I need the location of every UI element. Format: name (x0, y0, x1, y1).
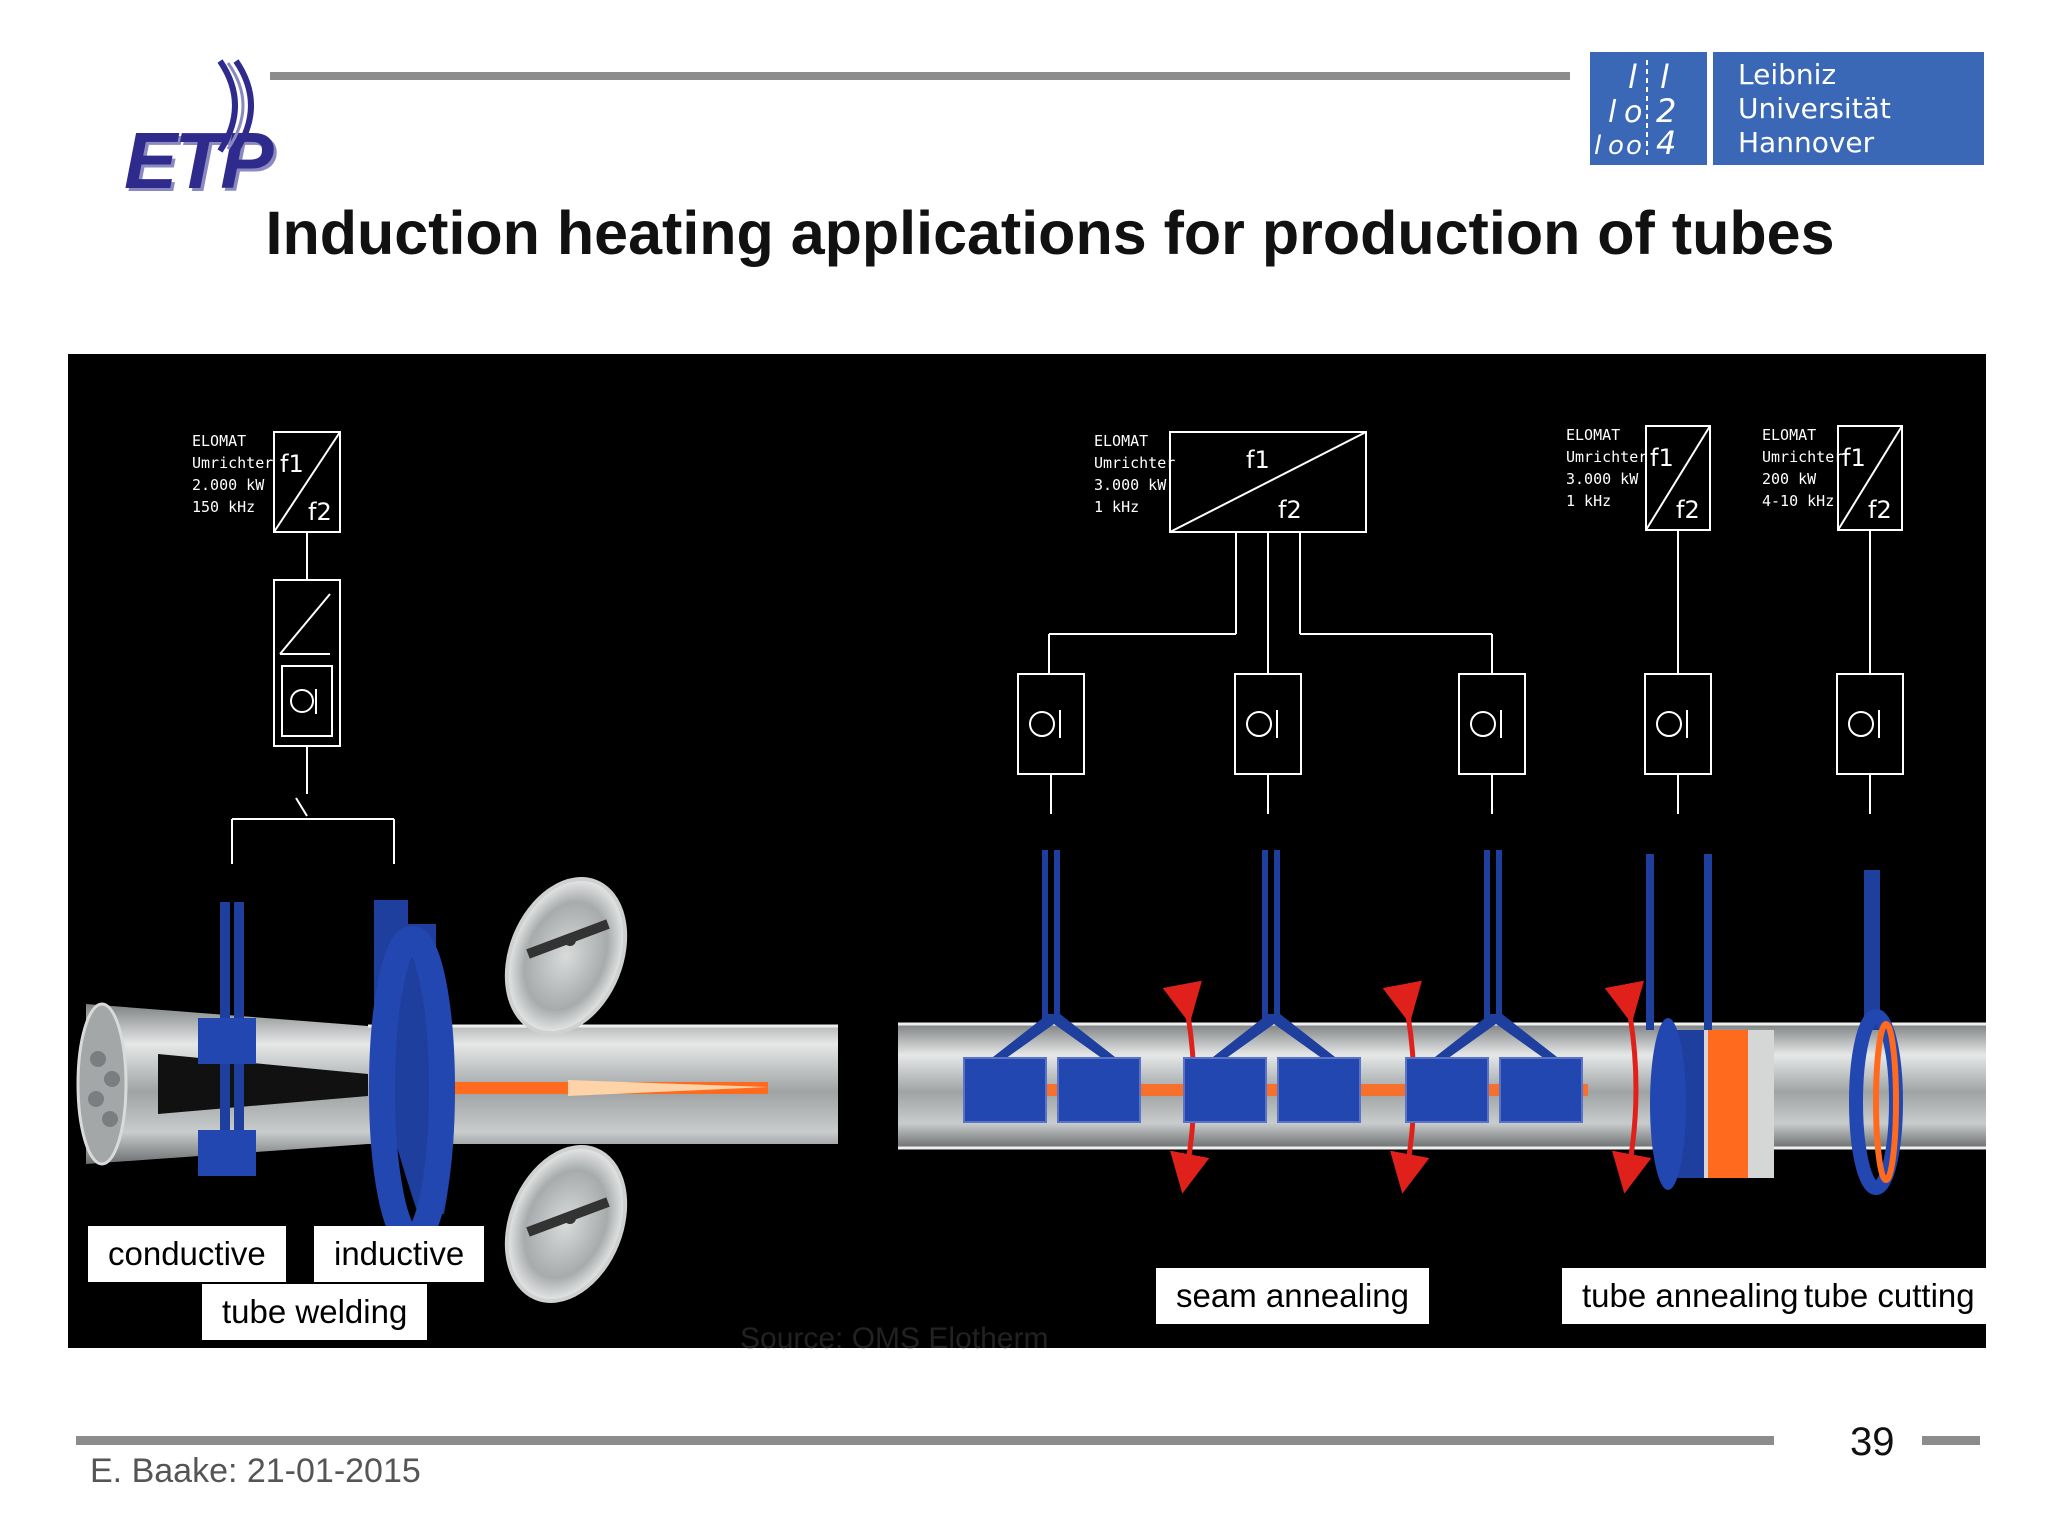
tube-annealing-coil (1646, 854, 1774, 1190)
inverter-f2: f2 (308, 498, 332, 526)
welding-tube (76, 1002, 838, 1166)
university-name-line: Leibniz (1738, 58, 1837, 91)
figure-source: Source: OMS Elotherm (740, 1322, 1049, 1355)
footer-rule (76, 1436, 1774, 1445)
header-rule (270, 72, 1570, 80)
label-tube-cutting: tube cutting (1804, 1277, 1975, 1314)
inverter-text: ELOMAT (192, 432, 246, 450)
footer-rule-right (1922, 1436, 1980, 1445)
uni-mark-char: l (1628, 58, 1637, 96)
inverter-text: ELOMAT (1566, 426, 1620, 444)
inverter-text: 1 kHz (1094, 498, 1139, 516)
inverter-f2: f2 (1868, 496, 1892, 524)
inverter-tube-cutting: ELOMAT Umrichter 200 kW 4-10 kHz f1 f2 (1762, 425, 1903, 674)
label-seam-annealing: seam annealing (1156, 1268, 1429, 1324)
university-logo-divider (1707, 52, 1713, 165)
inverter-welding: ELOMAT Umrichter 2.000 kW 150 kHz f1 f2 (192, 431, 395, 864)
university-mark-icon: l l l o 2 l o o 4 (1590, 52, 1704, 165)
tube-production-figure: ELOMAT Umrichter 2.000 kW 150 kHz f1 f2 (68, 354, 1986, 1348)
inverter-f2: f2 (1676, 496, 1700, 524)
uni-mark-char: o (1626, 131, 1642, 161)
uni-mark-char: 4 (1656, 124, 1676, 162)
inverter-f1: f1 (1246, 446, 1270, 474)
inverter-text: ELOMAT (1762, 426, 1816, 444)
inverter-tube-annealing: ELOMAT Umrichter 3.000 kW 1 kHz f1 f2 (1566, 425, 1711, 674)
inverter-text: 1 kHz (1566, 492, 1611, 510)
tube-cutting-coil (1849, 870, 1903, 1195)
inverter-f2: f2 (1278, 496, 1302, 524)
university-name: Leibniz Universität Hannover (1738, 58, 1891, 160)
page-title: Induction heating applications for produ… (265, 199, 1835, 267)
label-tube-welding: tube welding (202, 1284, 428, 1340)
welding-inductor (369, 900, 455, 1252)
capacitor-boxes (1017, 673, 1904, 814)
label-inductive: inductive (314, 1226, 485, 1282)
seam-inductors (963, 850, 1652, 1194)
university-logo: l l l o 2 l o o 4 Leibniz Universität Ha… (1590, 52, 1984, 165)
uni-mark-char: 2 (1656, 92, 1676, 130)
inverter-text: Umrichter (192, 454, 273, 472)
inverter-f1: f1 (1650, 444, 1674, 472)
label-conductive: conductive (88, 1226, 286, 1282)
uni-mark-char: o (1608, 131, 1624, 161)
inverter-text: Umrichter (1762, 448, 1843, 466)
uni-mark-char: l (1608, 95, 1617, 130)
inverter-text: Umrichter (1566, 448, 1647, 466)
inverter-text: 3.000 kW (1094, 476, 1167, 494)
inverter-text: Umrichter (1094, 454, 1175, 472)
university-name-line: Hannover (1738, 126, 1875, 159)
footer-author: E. Baake: 21-01-2015 (90, 1452, 421, 1490)
etp-logo: ETP (60, 55, 274, 205)
figure-drawing: ELOMAT Umrichter 2.000 kW 150 kHz f1 f2 (76, 425, 1986, 1303)
inverter-text: 4-10 kHz (1762, 492, 1834, 510)
inverter-text: 150 kHz (192, 498, 255, 516)
inverter-text: 200 kW (1762, 470, 1817, 488)
page-number: 39 (1850, 1420, 1895, 1464)
welding-rolls (504, 877, 628, 1303)
label-tube-annealing: tube annealing (1562, 1268, 1986, 1324)
university-name-line: Universität (1738, 92, 1891, 125)
inverter-f1: f1 (1842, 444, 1866, 472)
inverter-text: 3.000 kW (1566, 470, 1639, 488)
inverter-seam: ELOMAT Umrichter 3.000 kW 1 kHz f1 f2 (1048, 431, 1493, 674)
uni-mark-char: o (1624, 95, 1642, 130)
uni-mark-char: l (1594, 131, 1602, 161)
etp-logo-brackets-icon (217, 59, 254, 153)
welding-contacts (198, 902, 256, 1176)
uni-mark-char: l (1660, 58, 1669, 96)
inverter-text: 2.000 kW (192, 476, 265, 494)
inverter-f1: f1 (280, 450, 304, 478)
inverter-text: ELOMAT (1094, 432, 1148, 450)
